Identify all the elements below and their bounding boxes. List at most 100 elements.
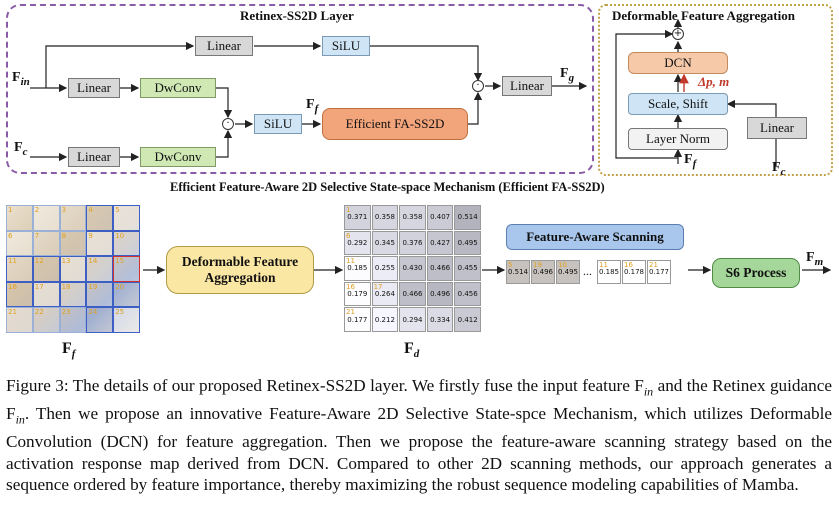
ff-tile: 23 — [59, 307, 87, 333]
ff-tile: 12 — [32, 256, 60, 282]
ff-tile-number: 12 — [34, 257, 44, 266]
dfa-process-box: Deformable Feature Aggregation — [166, 246, 314, 294]
ff-tile-number: 1 — [8, 206, 13, 214]
multiply-circle-mid: · — [222, 118, 234, 130]
fd-cell-value: 0.495 — [457, 238, 478, 247]
ff-tile-number: 8 — [61, 231, 67, 240]
ff-tile: 18 — [59, 281, 87, 308]
seq-cell-value: 0.514 — [507, 268, 529, 276]
ff-tile-number: 19 — [88, 282, 98, 291]
fd-cell: 0.456 — [454, 281, 481, 307]
fd-cell-value: 0.212 — [374, 315, 395, 324]
ff-tile: 25 — [113, 307, 140, 333]
fd-cell: 0.430 — [399, 256, 426, 281]
ff-tile-number: 18 — [61, 282, 71, 291]
linear-c-box: Linear — [68, 147, 120, 167]
fd-cell: 0.358 — [399, 205, 426, 230]
dfa-arrows — [615, 18, 777, 166]
fd-cell: 0.376 — [399, 230, 426, 256]
seq-cell-value: 0.185 — [598, 268, 620, 276]
fd-cell-value: 0.255 — [374, 264, 395, 273]
seq-cell-value: 0.495 — [557, 268, 579, 276]
ff-tile-number: 13 — [61, 257, 71, 266]
fd-cell-value: 0.430 — [402, 264, 423, 273]
fd-cell: 0.466 — [399, 281, 426, 307]
ff-tile-number: 7 — [34, 231, 40, 240]
ff-tile: 24 — [86, 307, 114, 333]
fd-cell-value: 0.292 — [347, 238, 368, 247]
ff-tile-number: 6 — [8, 231, 13, 240]
ff-tile: 3 — [59, 205, 87, 231]
seq-cell-index: 5 — [508, 261, 513, 269]
fd-cell: 0.455 — [454, 256, 481, 281]
s6-process-box: S6 Process — [712, 258, 800, 288]
ff-tile: 9 — [86, 230, 114, 257]
ff-tile: 5 — [113, 205, 140, 231]
fd-cell: 0.466 — [426, 256, 454, 281]
seq-cell-value: 0.178 — [623, 268, 645, 276]
f-f-label-dfa: Ff — [684, 152, 697, 170]
fd-cell: 0.514 — [454, 205, 481, 230]
ff-tile: 7 — [32, 230, 60, 257]
fd-cell-value: 0.466 — [430, 264, 451, 273]
f-f-label-top: Ff — [306, 97, 319, 115]
fd-cell: 0.407 — [426, 205, 454, 230]
dfa-title: Deformable Feature Aggregation — [612, 8, 795, 23]
fm-label: Fm — [806, 250, 824, 268]
multiply-circle-out: · — [472, 80, 484, 92]
ff-tile-number: 5 — [115, 206, 120, 214]
ff-tile-number: 25 — [115, 308, 125, 317]
ff-tile-number: 21 — [8, 308, 17, 317]
fa-ss2d-title: Efficient Feature-Aware 2D Selective Sta… — [170, 180, 605, 194]
ff-tile: 21 — [6, 307, 33, 333]
ff-tile-number: 20 — [115, 282, 125, 291]
retinex-ss2d-arrows — [30, 41, 588, 162]
ff-tile-number: 10 — [115, 231, 125, 240]
seq-cell-index: 11 — [599, 261, 608, 269]
fd-cell: 0.495 — [454, 230, 481, 256]
ff-tile: 4 — [86, 205, 114, 231]
fd-cell-value: 0.455 — [457, 264, 478, 273]
seq-cell-index: 10 — [558, 261, 567, 269]
dfa-panel — [598, 4, 833, 176]
retinex-ss2d-title: Retinex-SS2D Layer — [240, 8, 354, 23]
ff-tile: 1 — [6, 205, 33, 231]
seq-ellipsis: ... — [583, 264, 592, 278]
ff-tile: 6 — [6, 230, 33, 257]
fd-cell-value: 0.345 — [374, 238, 395, 247]
ff-tile: 15 — [113, 256, 140, 282]
seq-cell-value: 0.177 — [648, 268, 670, 276]
fd-cell-value: 0.177 — [347, 315, 368, 324]
linear-dfa-box: Linear — [747, 117, 807, 139]
f-c-label: Fc — [14, 140, 28, 158]
dwconv-in-box: DwConv — [140, 78, 216, 98]
fd-cell-index: 11 — [346, 257, 355, 266]
ff-tile-number: 11 — [8, 257, 17, 266]
linear-out-box: Linear — [502, 76, 552, 96]
ff-tile-number: 9 — [88, 231, 93, 240]
fd-cell-value: 0.376 — [402, 238, 423, 247]
ff-tile-number: 3 — [61, 206, 67, 214]
fd-cell-value: 0.412 — [457, 315, 478, 324]
fd-cell-value: 0.456 — [457, 290, 478, 299]
ff-grid-label: Ff — [62, 340, 76, 361]
fd-cell-value: 0.514 — [457, 213, 478, 222]
layer-norm-box: Layer Norm — [628, 128, 728, 150]
fd-cell: 0.212 — [371, 307, 399, 332]
ff-tile: 13 — [59, 256, 87, 282]
fd-grid-label: Fd — [404, 340, 420, 361]
fd-cell-index: 6 — [346, 231, 351, 240]
delta-p-m-label: Δp, m — [698, 74, 730, 89]
fd-cell: 0.427 — [426, 230, 454, 256]
fd-cell-value: 0.358 — [402, 213, 423, 222]
fd-cell-value: 0.334 — [430, 315, 451, 324]
figure-caption: Figure 3: The details of our proposed Re… — [6, 376, 832, 495]
